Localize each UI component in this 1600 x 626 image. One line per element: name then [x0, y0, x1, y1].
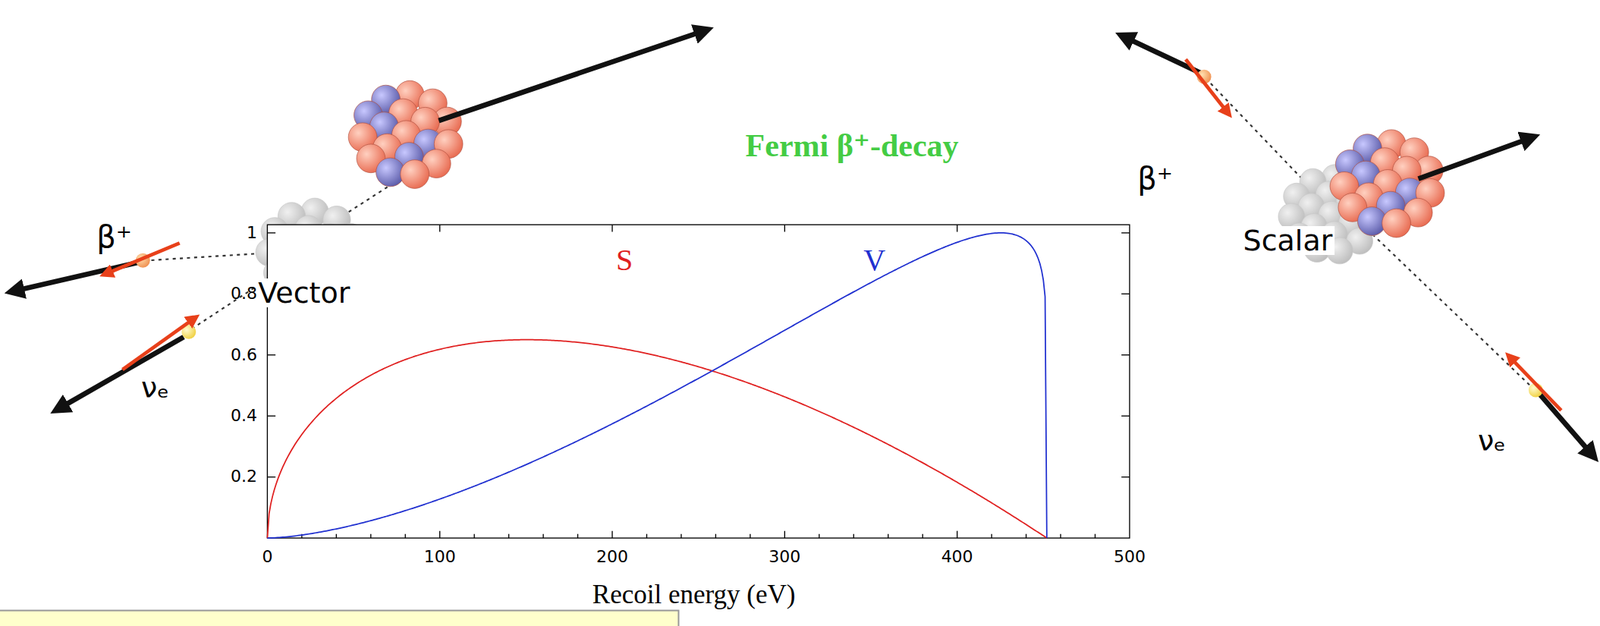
vector-curve	[267, 232, 1047, 538]
tick-label: 1	[246, 224, 258, 242]
neutrino-label: νₑ	[1477, 426, 1506, 456]
tick-label: 400	[941, 548, 974, 566]
tick-label: 0.4	[230, 407, 258, 425]
series-label: S	[616, 245, 633, 276]
interaction-label: Vector	[255, 278, 353, 308]
interaction-label: Scalar	[1241, 226, 1336, 255]
plot-frame	[267, 224, 1130, 538]
tick-label: 200	[596, 548, 629, 566]
neutrino-label: νₑ	[141, 373, 170, 403]
tick-label: 0.2	[230, 468, 258, 485]
note-box	[0, 610, 679, 626]
daughter-nucleus	[1329, 129, 1445, 238]
positron-label: β⁺	[96, 221, 133, 252]
tick-label: 0	[261, 548, 273, 566]
axis-title: Recoil energy (eV)	[592, 580, 796, 607]
title: Fermi β⁺-decay	[745, 129, 959, 162]
series-label: V	[863, 245, 886, 276]
tick-label: 500	[1113, 548, 1146, 566]
positron-label: β⁺	[1137, 163, 1173, 194]
tick-label: 300	[768, 548, 801, 566]
tick-label: 100	[424, 548, 456, 566]
scalar-curve	[267, 339, 1047, 538]
daughter-nucleus	[348, 80, 463, 189]
tick-label: 0.6	[230, 346, 258, 364]
tick-label: 0.8	[230, 285, 258, 302]
